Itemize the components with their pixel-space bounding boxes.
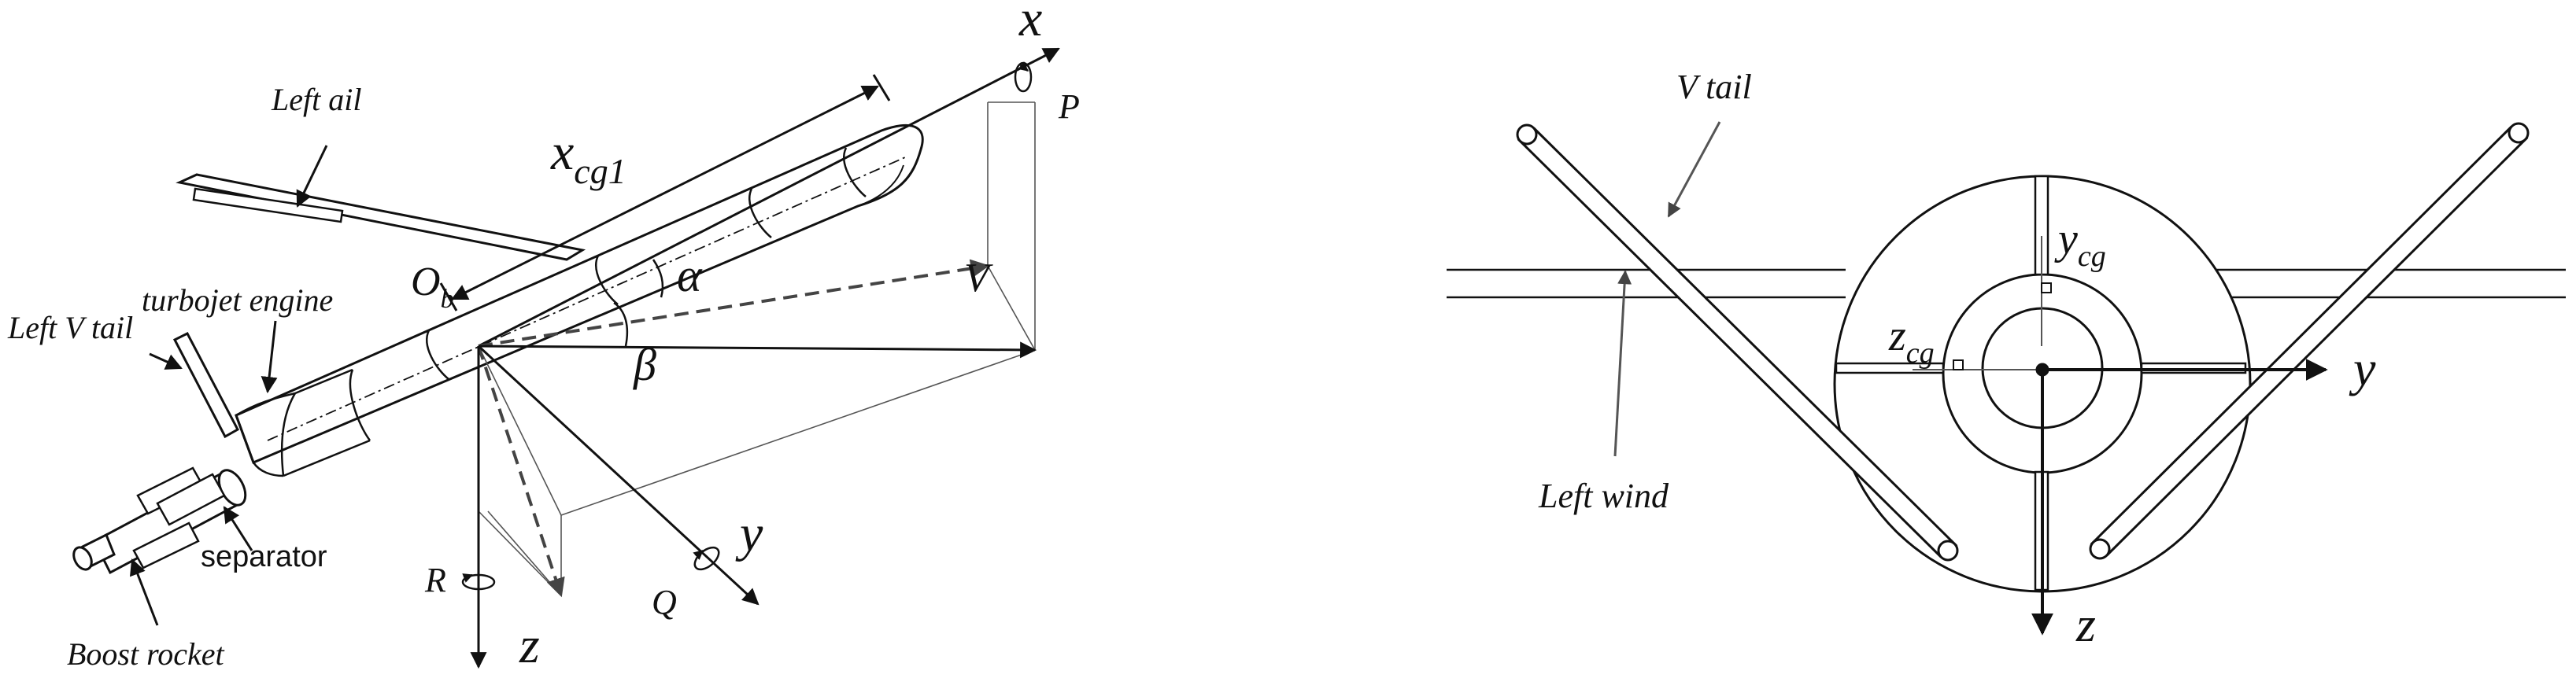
boost-rocket-leader <box>130 558 159 626</box>
beta-arc <box>613 301 629 347</box>
label-p: P <box>1058 87 1080 126</box>
left-wing <box>176 173 586 261</box>
zcg-marker <box>1953 359 1964 370</box>
v-tail-leader <box>1667 121 1721 218</box>
left-panel-labels: Left ail xcg1 x P turbojet engine Ob α β… <box>7 0 1080 674</box>
label-boost-rocket: Boost rocket <box>67 636 224 672</box>
label-left-wind: Left wind <box>1538 477 1669 515</box>
v-projection-xz <box>478 259 990 348</box>
label-xcg1: xcg1 <box>550 123 626 191</box>
label-v-tail: V tail <box>1676 68 1752 106</box>
label-alpha: α <box>677 249 703 301</box>
boost-rocket <box>72 466 247 575</box>
p-rate-icon <box>1014 61 1033 93</box>
label-left-ail: Left ail <box>271 82 361 117</box>
alpha-arc <box>652 259 664 298</box>
velocity-vector <box>478 341 1037 359</box>
r-rate-icon <box>461 573 496 591</box>
turbojet-leader <box>261 320 278 394</box>
label-zcg: zcg <box>1888 311 1935 370</box>
right-panel-labels: V tail ycg zcg y z Left wind <box>1538 68 2376 652</box>
label-turbojet-engine: turbojet engine <box>142 282 333 318</box>
ycg-marker <box>2041 282 2052 293</box>
rear-view <box>1447 121 2566 636</box>
label-r: R <box>424 561 446 599</box>
label-z-axis: z <box>519 617 540 674</box>
q-rate-icon <box>693 546 720 571</box>
y-axis-line <box>477 345 759 606</box>
label-ob: Ob <box>411 260 454 314</box>
label-v: V <box>964 256 993 300</box>
label-y-axis: y <box>735 505 763 562</box>
left-v-tail-leader <box>149 352 183 370</box>
label-x-axis: x <box>1018 0 1042 47</box>
label-separator: separator <box>201 540 327 573</box>
v-tail-fins <box>1516 122 2530 562</box>
missile-3d-view <box>72 47 1060 669</box>
label-rear-y: y <box>2349 341 2376 396</box>
label-q: Q <box>652 583 677 621</box>
xcg1-dimension-line <box>451 85 879 300</box>
turbojet-engine-section <box>235 368 371 477</box>
separator-leader <box>223 506 253 551</box>
left-wind-leader <box>1613 270 1632 457</box>
label-rear-z: z <box>2075 596 2096 652</box>
left-v-tail <box>172 332 240 439</box>
label-ycg: ycg <box>2054 215 2106 273</box>
left-ail-leader <box>296 145 328 208</box>
label-beta: β <box>633 339 656 390</box>
label-left-v-tail: Left V tail <box>7 310 133 345</box>
